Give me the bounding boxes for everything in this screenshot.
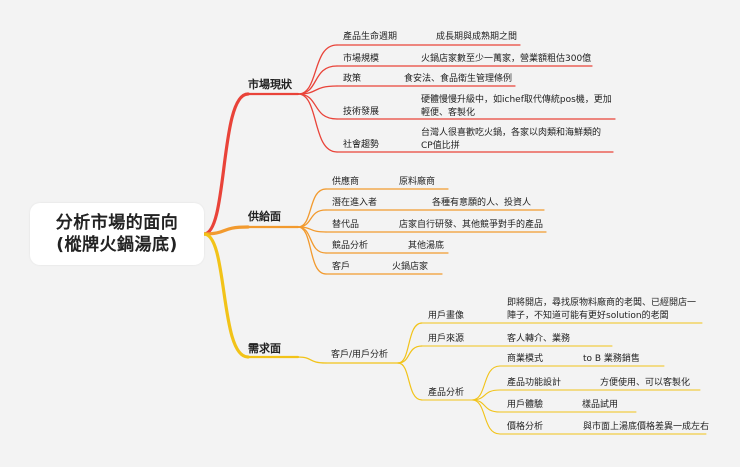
demand-connector	[397, 322, 423, 364]
supply-item-label[interactable]: 替代品	[332, 220, 360, 230]
supply-item-label[interactable]: 供應商	[332, 177, 360, 187]
product-item-label[interactable]: 產品功能設計	[507, 378, 562, 388]
branch-connector	[202, 232, 250, 359]
market-item-label[interactable]: 產品生命週期	[343, 32, 398, 42]
demand-item-value[interactable]: 客人轉介、業務	[507, 334, 571, 344]
demand-item-label[interactable]: 用戶畫像	[428, 311, 465, 321]
demand-connector	[297, 356, 327, 364]
market-item-label[interactable]: 市場規模	[343, 54, 380, 64]
branch-connector	[202, 92, 250, 236]
demand-connector	[397, 345, 423, 364]
product-item-value[interactable]: to B 業務銷售	[583, 354, 640, 364]
supply-item-value[interactable]: 原料廠商	[399, 177, 436, 187]
market-item-value[interactable]: 成長期與成熟期之間	[436, 32, 518, 42]
demand-item-value[interactable]: 即將開店，尋找原物料廠商的老闆、已經開店一陣子，不知道可能有更好solution…	[507, 298, 697, 321]
root-title: 分析市場的面向	[55, 213, 179, 233]
market-item-label[interactable]: 政策	[343, 74, 362, 84]
root-subtitle: (樅牌火鍋湯底)	[56, 235, 178, 255]
product-item-value[interactable]: 方便使用、可以客製化	[600, 378, 691, 388]
market-item-value[interactable]: 食安法、食品衛生管理條例	[404, 74, 513, 84]
market-connector	[297, 85, 338, 95]
supply-connector	[297, 226, 327, 275]
product-connector	[471, 399, 501, 413]
product-analysis-label[interactable]: 產品分析	[428, 388, 465, 398]
branch-market-title[interactable]: 市場現狀	[248, 78, 292, 91]
market-item-value[interactable]: 硬體慢慢升級中，如ichef取代傳統pos機，更加輕便、客製化	[421, 95, 612, 118]
branch-demand-title[interactable]: 需求面	[248, 342, 281, 355]
product-item-value[interactable]: 與市面上湯底價格差異一成左右	[583, 422, 710, 432]
supply-item-label[interactable]: 競品分析	[332, 241, 369, 251]
supply-connector	[297, 226, 327, 254]
supply-connector	[297, 188, 327, 228]
market-item-label[interactable]: 技術發展	[343, 107, 380, 117]
product-item-label[interactable]: 用戶體驗	[507, 400, 544, 410]
market-item-value[interactable]: 火鍋店家數至少一萬家，營業額粗估300億	[421, 54, 592, 64]
product-item-label[interactable]: 價格分析	[507, 422, 544, 432]
demand-item-label[interactable]: 用戶來源	[428, 334, 465, 344]
branch-supply-title[interactable]: 供給面	[248, 210, 281, 223]
supply-item-label[interactable]: 客戶	[332, 262, 351, 272]
supply-item-value[interactable]: 其他湯底	[408, 241, 445, 251]
product-connector	[471, 365, 501, 401]
product-item-value[interactable]: 樣品試用	[582, 400, 619, 410]
product-item-label[interactable]: 商業模式	[507, 354, 544, 364]
branch-connector	[202, 225, 250, 236]
supply-item-value[interactable]: 各種有意願的人、投資人	[432, 198, 532, 208]
market-item-label[interactable]: 社會趨勢	[343, 140, 380, 150]
market-item-value[interactable]: 台灣人很喜歡吃火鍋，各家以肉類和海鮮類的CP值比拼	[421, 128, 602, 151]
demand-connector	[397, 362, 423, 401]
product-connector	[471, 399, 501, 435]
market-connector	[297, 93, 338, 120]
supply-item-label[interactable]: 潛在進入者	[332, 198, 378, 208]
supply-item-value[interactable]: 火鍋店家	[392, 262, 429, 272]
supply-connector	[297, 209, 327, 228]
demand-sub-label[interactable]: 客戶/用戶分析	[331, 350, 389, 360]
root-node[interactable]: 分析市場的面向 (樅牌火鍋湯底)	[30, 203, 204, 265]
supply-item-value[interactable]: 店家自行研發、其他競爭對手的產品	[399, 220, 544, 230]
market-connector	[297, 93, 338, 153]
